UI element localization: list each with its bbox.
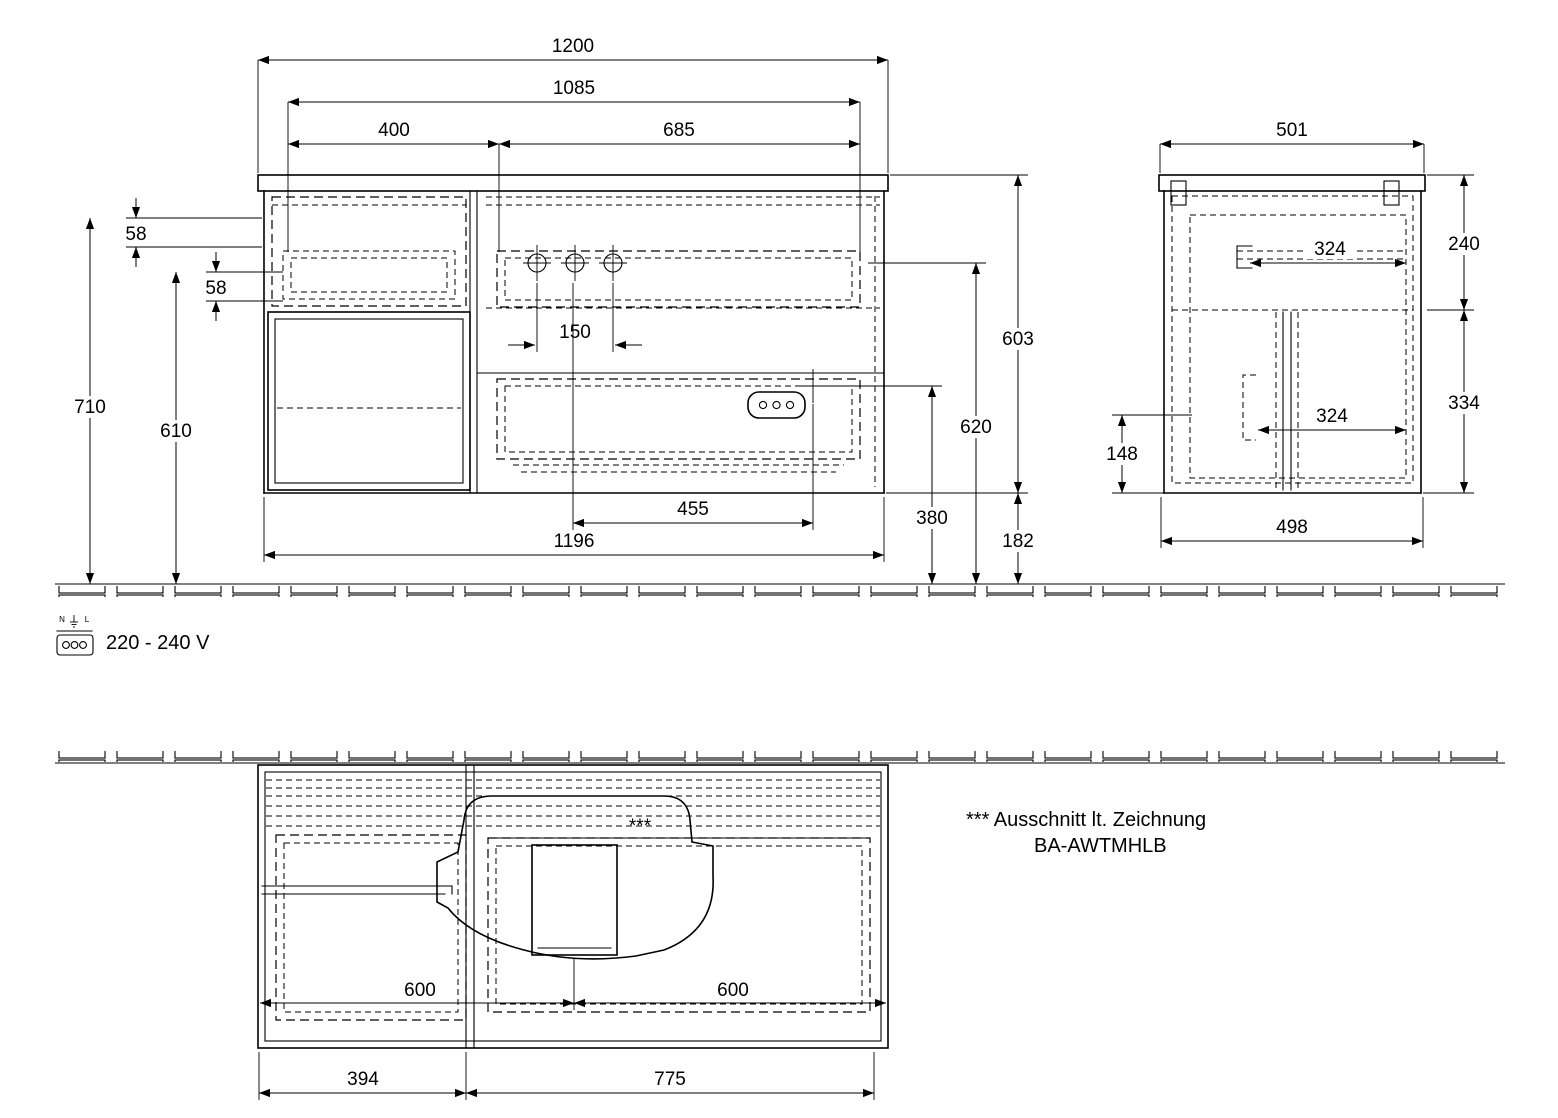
dim-recess-height: 148 xyxy=(1102,414,1192,494)
dim-label-mid-gap: 58 xyxy=(205,278,226,299)
dim-label-lower-height: 334 xyxy=(1448,393,1480,414)
wall-bracket-icon xyxy=(1383,180,1400,206)
wall-section-upper xyxy=(55,583,1505,597)
cable-outlet-icon xyxy=(747,369,830,419)
dim-label-outlet-offset: 455 xyxy=(677,499,709,520)
dim-label-overall-width: 1200 xyxy=(552,36,594,57)
dim-upper-height: 240 xyxy=(1427,174,1484,311)
dim-label-outlet-height: 380 xyxy=(916,508,948,529)
dim-underside-clearance: 182 xyxy=(998,493,1038,584)
open-shelf-module xyxy=(267,311,471,491)
dim-label-left-section: 400 xyxy=(378,120,410,141)
basin-cutout-outline xyxy=(436,795,714,960)
dim-left-section: 400 xyxy=(288,120,500,252)
terminal-n-label: N xyxy=(59,615,65,624)
wall-bracket-icon xyxy=(1170,180,1187,206)
voltage-label: 220 - 240 V xyxy=(106,632,210,654)
countertop-front xyxy=(257,174,889,192)
side-view xyxy=(1158,174,1426,494)
dim-top-gap: 58 xyxy=(125,198,262,267)
dim-label-right-section: 685 xyxy=(663,120,695,141)
dim-total-height: 710 xyxy=(70,218,110,584)
dim-label-underside-clearance: 182 xyxy=(1002,531,1034,552)
terminal-l-label: L xyxy=(85,615,90,624)
dim-basin-center-right: 600 xyxy=(574,979,886,1008)
dim-label-faucet-height: 620 xyxy=(960,417,992,438)
dim-basin-underside-height: 610 xyxy=(156,272,196,584)
dim-right-unit-width: 775 xyxy=(466,1052,875,1100)
dim-label-basin-center-left: 600 xyxy=(404,980,436,1001)
wall-section-lower xyxy=(55,751,1505,764)
dim-label-faucet-spacing: 150 xyxy=(559,322,591,343)
dim-label-bottom-depth: 498 xyxy=(1276,517,1308,538)
dim-label-upper-inner-depth: 324 xyxy=(1314,239,1346,260)
siphon-recess xyxy=(531,844,618,956)
dim-label-basin-center-right: 600 xyxy=(717,980,749,1001)
dim-faucet-height: 620 xyxy=(868,262,996,584)
dim-lower-inner-depth: 324 xyxy=(1258,405,1406,435)
cutout-note-line1: *** Ausschnitt lt. Zeichnung xyxy=(966,809,1206,831)
dim-lower-height: 334 xyxy=(1423,310,1484,494)
dim-faucet-hole-spacing: 150 xyxy=(508,283,642,352)
dim-label-top-gap: 58 xyxy=(125,224,146,245)
dim-basin-center-left: 600 xyxy=(260,979,574,1008)
dim-label-upper-height: 240 xyxy=(1448,234,1480,255)
countertop-side xyxy=(1158,174,1426,192)
dim-label-carcass-width: 1196 xyxy=(554,531,595,552)
dim-outlet-offset: 455 xyxy=(572,283,814,530)
dim-carcass-width: 1196 xyxy=(263,497,885,562)
dim-bottom-depth: 498 xyxy=(1160,497,1424,548)
dim-label-total-height: 710 xyxy=(74,397,106,418)
dim-label-basin-underside: 610 xyxy=(160,421,192,442)
dim-left-unit-width: 394 xyxy=(258,1052,467,1100)
cutout-marker-label: *** xyxy=(629,816,652,837)
dim-label-cabinet-height: 603 xyxy=(1002,329,1034,350)
dim-label-inner-width: 1085 xyxy=(553,78,595,99)
cutout-note: *** Ausschnitt lt. Zeichnung BA-AWTMHLB xyxy=(966,809,1206,857)
dim-outlet-height: 380 xyxy=(831,385,952,584)
dim-right-section: 685 xyxy=(499,120,860,149)
dim-label-left-unit-width: 394 xyxy=(347,1069,379,1090)
front-view xyxy=(257,174,889,494)
power-connection-icon: N L xyxy=(56,615,94,656)
dim-label-lower-inner-depth: 324 xyxy=(1316,406,1348,427)
dim-mid-gap: 58 xyxy=(205,252,283,321)
dim-inner-width: 1085 xyxy=(287,78,861,252)
dim-label-recess-height: 148 xyxy=(1106,444,1138,465)
dim-top-depth: 501 xyxy=(1159,120,1425,173)
plan-view: *** xyxy=(257,764,889,1049)
dim-label-top-depth: 501 xyxy=(1276,120,1308,141)
cutout-note-line2: BA-AWTMHLB xyxy=(1034,835,1167,857)
faucet-hole-markers xyxy=(523,245,627,281)
dim-label-right-unit-width: 775 xyxy=(654,1069,686,1090)
dim-upper-inner-depth: 324 xyxy=(1250,238,1406,268)
dim-overall-width: 1200 xyxy=(257,36,889,173)
dim-cabinet-height: 603 xyxy=(886,174,1038,494)
